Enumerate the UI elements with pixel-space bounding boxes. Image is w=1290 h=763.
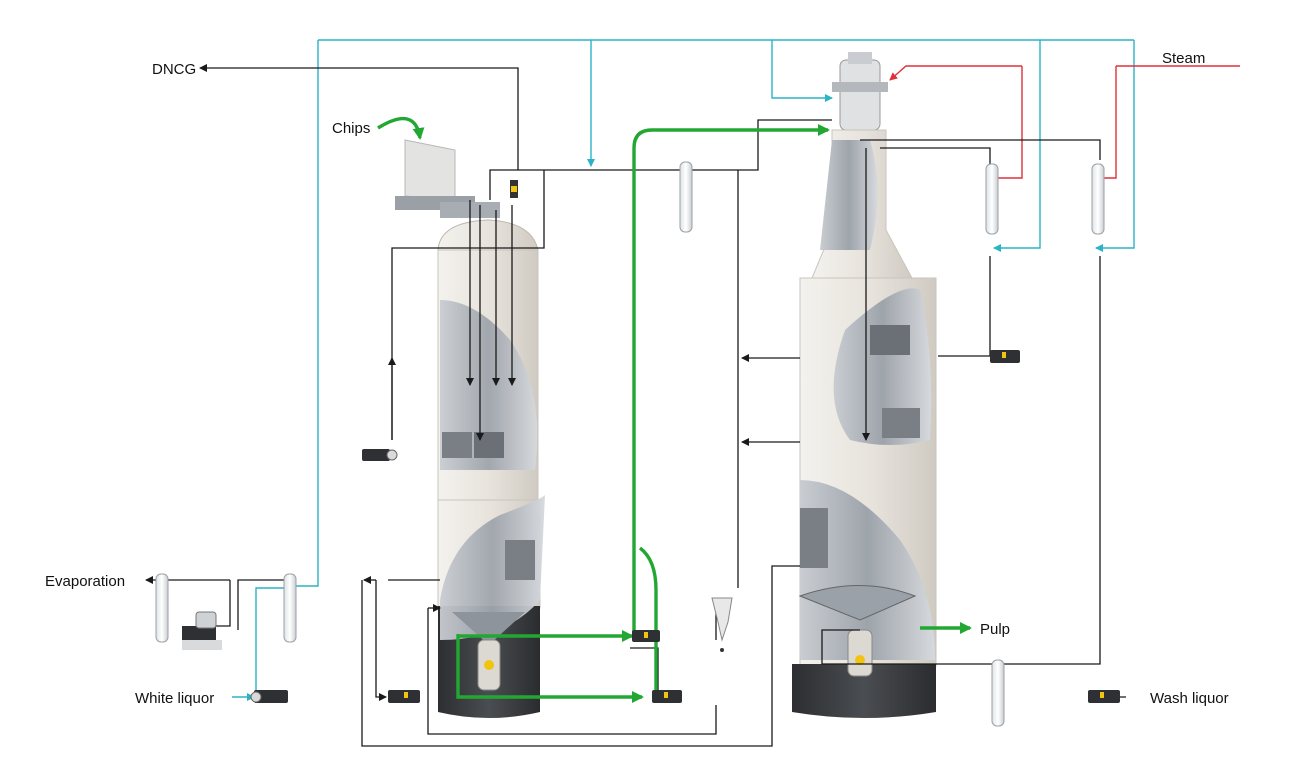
water-lines	[232, 39, 1135, 701]
impregnation-vessel	[395, 139, 545, 718]
digester-discharge-badge	[855, 655, 865, 665]
impregnation-discharge-badge	[484, 660, 494, 670]
chips-flow	[377, 116, 972, 703]
impregnation-cutaway-upper	[440, 300, 538, 470]
impregnation-cutaway-lower	[440, 495, 545, 640]
label-chips: Chips	[332, 120, 370, 137]
pump-icon	[182, 350, 1120, 703]
digester-bottom-scraper	[798, 585, 917, 621]
label-white-liquor: White liquor	[135, 690, 214, 707]
digester-screens	[800, 325, 920, 568]
digester-top-separator	[832, 52, 888, 131]
process-lines	[145, 64, 1126, 747]
chip-bin-icon	[395, 139, 518, 218]
impregnation-cone	[452, 612, 525, 645]
label-steam: Steam	[1162, 50, 1205, 67]
digester-discharge	[847, 629, 873, 677]
impregnation-vessel-top	[437, 219, 539, 251]
digester-vessel	[792, 52, 937, 718]
diagram-labels: DNCG Chips Steam Evaporation White liquo…	[45, 50, 1229, 707]
digester-cutaway-lower	[800, 480, 935, 660]
heat-exchanger-icon	[155, 161, 1105, 727]
steam-lines	[889, 65, 1240, 179]
label-dncg: DNCG	[152, 61, 196, 78]
label-wash-liquor: Wash liquor	[1150, 690, 1229, 707]
digester-neck-cutaway	[820, 140, 878, 250]
digester-base	[792, 664, 936, 718]
label-evaporation: Evaporation	[45, 573, 125, 590]
cyclone-icon	[711, 597, 733, 652]
label-pulp: Pulp	[980, 621, 1010, 638]
